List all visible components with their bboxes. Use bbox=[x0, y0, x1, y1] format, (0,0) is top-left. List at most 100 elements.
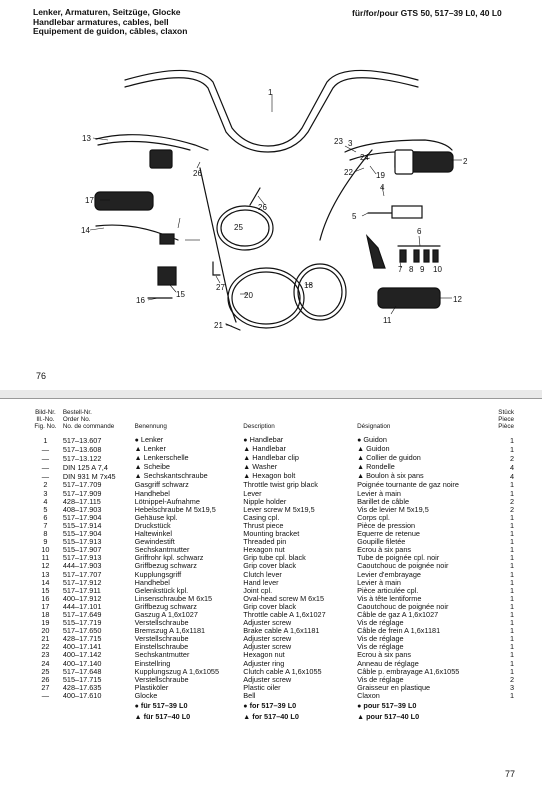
footnote-fr: ▲ pour 517–40 L0 bbox=[357, 711, 493, 722]
callout-19: 19 bbox=[376, 171, 385, 180]
callout-15: 15 bbox=[176, 290, 185, 299]
cell-benennung: Kupplungszug A 1,6x1055 bbox=[135, 667, 244, 676]
cell-fig-number: — bbox=[28, 454, 63, 463]
footnote-en: ▲ for 517–40 L0 bbox=[243, 711, 357, 722]
cell-designation-text: Barillet de câble bbox=[357, 496, 410, 506]
cell-quantity: 1 bbox=[493, 627, 514, 635]
cell-benennung-text: Bremszug A 1,6x1181 bbox=[134, 626, 206, 636]
cell-fig-number: — bbox=[28, 445, 63, 454]
callout-7: 7 bbox=[398, 265, 403, 274]
variant-mark: ▲ bbox=[357, 473, 365, 481]
cell-fig-number: 26 bbox=[28, 675, 63, 684]
cell-designation: Anneau de réglage bbox=[357, 659, 493, 668]
callout-14: 14 bbox=[81, 226, 90, 235]
heading-german: Lenker, Armaturen, Seitzüge, Glocke bbox=[33, 7, 181, 17]
throttle-grip-drawing bbox=[394, 149, 454, 175]
cell-quantity: 1 bbox=[493, 586, 514, 595]
callout-12: 12 bbox=[453, 295, 462, 304]
cell-fig-number-text: — bbox=[41, 453, 50, 463]
page-number-left: 76 bbox=[36, 371, 47, 381]
cell-benennung-text: Linsenschraube M 6x15 bbox=[134, 593, 213, 603]
footnote-row: ● für 517–39 L0● for 517–39 L0● pour 517… bbox=[28, 700, 514, 711]
cell-description-text: Threaded pin bbox=[243, 537, 287, 547]
variant-mark: ● bbox=[243, 437, 248, 444]
variant-mark: ▲ bbox=[134, 455, 142, 463]
footnote-text: pour 517–40 L0 bbox=[366, 712, 420, 722]
cell-description: Joint cpl. bbox=[243, 586, 357, 595]
cell-description: ▲ Handlebar bbox=[243, 445, 357, 454]
cell-benennung: Verstellschraube bbox=[135, 675, 244, 684]
cell-designation-text: Ecrou à six pans bbox=[357, 545, 412, 555]
cell-quantity-text: 1 bbox=[509, 520, 514, 530]
cell-benennung: Gelenkstück kpl. bbox=[135, 586, 244, 595]
cell-order-number-text: 400–17.610 bbox=[62, 690, 102, 700]
cell-fig-number: 9 bbox=[28, 538, 63, 546]
cell-fig-number-text: — bbox=[41, 471, 50, 481]
cell-designation: Vis de réglage bbox=[357, 635, 493, 643]
cell-designation: Barillet de câble bbox=[357, 496, 493, 506]
variant-mark: ▲ bbox=[243, 714, 251, 722]
cell-benennung-text: Lötnippel-Aufnahme bbox=[134, 496, 200, 506]
cell-description-text: Handlebar clip bbox=[252, 453, 299, 463]
cell-description-text: Washer bbox=[252, 462, 278, 472]
cell-description: Bell bbox=[243, 691, 357, 700]
cell-order-number-text: 517–17.709 bbox=[62, 480, 102, 490]
cell-order-number-text: 444–17.903 bbox=[62, 561, 102, 571]
cell-description: ▲ Hexagon bolt bbox=[243, 472, 357, 481]
cell-designation-text: Tube de poignée cpl. noir bbox=[357, 553, 440, 563]
cell-order-number: 515–17.715 bbox=[63, 675, 135, 684]
cell-description: Hexagon nut bbox=[243, 651, 357, 659]
cell-order-number: 517–17.909 bbox=[63, 489, 135, 498]
cell-benennung-text: Kupplungsgriff bbox=[134, 569, 182, 579]
cell-benennung: Verstellschraube bbox=[135, 619, 244, 627]
cell-designation-text: Caoutchouc de poignée noir bbox=[357, 601, 449, 611]
cell-description-text: Lever screw M 5x19,5 bbox=[243, 504, 315, 514]
cell-description-text: Throttle cable A 1,6x1027 bbox=[243, 609, 326, 619]
cell-fig-number-text: 25 bbox=[41, 666, 50, 676]
cell-fig-number-text: 18 bbox=[41, 609, 50, 619]
cell-designation: Claxon bbox=[357, 691, 493, 700]
cell-order-number: 400–17.610 bbox=[62, 690, 135, 700]
variant-mark: ▲ bbox=[243, 473, 251, 481]
cell-quantity: 1 bbox=[493, 578, 514, 587]
cell-designation: ▲ Guidon bbox=[357, 445, 493, 454]
cell-benennung-text: Verstellschraube bbox=[134, 634, 189, 644]
cell-order-number: 515–17.913 bbox=[63, 538, 135, 546]
cell-quantity: 2 bbox=[493, 497, 514, 506]
cell-description: Lever screw M 5x19,5 bbox=[243, 504, 357, 514]
cell-benennung: Verstellschraube bbox=[135, 635, 244, 643]
cell-quantity: 1 bbox=[493, 594, 514, 603]
cell-quantity-text: 1 bbox=[509, 553, 514, 563]
cell-designation-text: Equerre de retenue bbox=[357, 529, 420, 539]
cell-designation-text: Guidon bbox=[363, 435, 387, 444]
callout-26-left: 26 bbox=[193, 169, 202, 178]
cell-order-number: 517–17.912 bbox=[63, 578, 135, 587]
cell-designation-text: Pièce articulée cpl. bbox=[357, 585, 419, 595]
cell-designation: Ecrou à six pans bbox=[357, 651, 493, 659]
cell-description-text: Casing cpl. bbox=[243, 512, 280, 522]
cell-fig-number: 27 bbox=[28, 683, 63, 692]
cell-designation: Câble de frein A 1,6x1181 bbox=[357, 627, 493, 635]
cell-designation: Equerre de retenue bbox=[357, 529, 493, 539]
cell-order-number-text: DIN 931 M 7x45 bbox=[62, 471, 116, 481]
cell-fig-number-text: — bbox=[41, 462, 50, 472]
cell-fig-number-text: 10 bbox=[41, 545, 50, 555]
cell-benennung-text: Einstellring bbox=[134, 658, 171, 668]
cell-fig-number-text: — bbox=[41, 444, 50, 454]
cell-description-text: Adjuster screw bbox=[243, 642, 292, 652]
cell-order-number-text: 517–17.648 bbox=[62, 666, 102, 676]
cell-description-text: Mounting bracket bbox=[243, 529, 300, 539]
cell-order-number: 400–17.140 bbox=[63, 659, 135, 668]
cell-designation: Caoutchouc de poignée noir bbox=[357, 601, 493, 611]
cell-quantity-text: 1 bbox=[509, 545, 514, 555]
